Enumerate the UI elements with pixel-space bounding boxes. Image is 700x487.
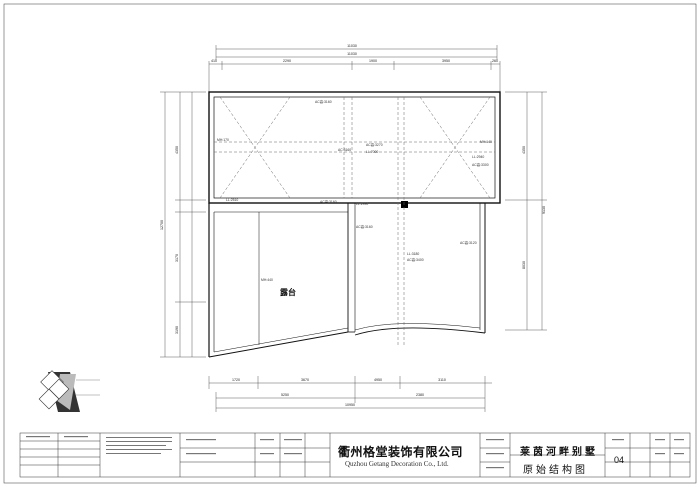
dim-bottom-sub: 2380: [416, 393, 424, 397]
dim-left-seg: 3190: [175, 326, 179, 334]
sheet-border: [3, 3, 697, 484]
annotation: MH:140: [480, 140, 492, 144]
annotation: LL:3180: [407, 252, 419, 256]
company-name-cn: 衢州格堂装饰有限公司: [338, 445, 464, 459]
dim-top-overall-a: 11030: [347, 44, 357, 48]
dim-top-seg: 260: [492, 59, 498, 63]
title-block-fine-print: [26, 436, 684, 469]
company-name-en: Quzhou Getang Decoration Co., Ltd.: [345, 460, 449, 468]
dim-bottom-seg: 3110: [438, 378, 446, 382]
dim-bottom-sub: 5250: [281, 393, 289, 397]
dim-top-seg: 3950: [442, 59, 450, 63]
dim-bottom-seg: 3670: [301, 378, 309, 382]
drawing-title: 原始结构图: [523, 465, 588, 476]
lower-area-walls: [208, 203, 486, 358]
annotation: MH:170: [217, 138, 229, 142]
dim-left-seg: 3170: [175, 254, 179, 262]
annotation: AC:3160: [338, 148, 351, 152]
structural-column: [401, 201, 408, 208]
dim-top-seg: 2290: [283, 59, 291, 63]
dimension-top-texts: 11030 11030 410 2290 1900 3950 260: [211, 44, 498, 63]
dim-bottom-seg: 4950: [374, 378, 382, 382]
dim-right-seg: 8030: [522, 261, 526, 269]
annotation: AC高:3300: [472, 162, 489, 167]
title-block-frame: [19, 432, 691, 478]
annotation: MH:440: [261, 278, 273, 282]
dim-top-overall-b: 11030: [347, 52, 357, 56]
dimension-bottom-texts: 1720 3670 4950 3110 5250 2380 10950: [232, 378, 446, 407]
annotation: AC高:3160: [315, 99, 332, 104]
dimensions-right: [505, 91, 547, 331]
annotation: AC高:3160: [320, 199, 337, 204]
project-name: 莱茵河畔别墅: [520, 447, 598, 458]
logo-mark: [38, 370, 100, 412]
dim-right-seg: 4350: [522, 146, 526, 154]
dimensions-top: [208, 45, 501, 92]
dim-right-overall: 9130: [542, 206, 546, 214]
dimension-right-texts: 4350 8030 9130: [522, 146, 546, 269]
annotation: LL:7000: [366, 150, 378, 154]
annotation: AC高:3120: [460, 240, 477, 245]
annotation: LL:2940: [472, 155, 484, 159]
dimensions-bottom: [208, 376, 492, 412]
dim-left-overall: 12700: [160, 220, 164, 230]
dimension-left-texts: 4350 3170 3190 12700: [160, 146, 179, 334]
dim-left-seg: 4350: [175, 146, 179, 154]
upper-room-walls: [208, 91, 501, 204]
dim-top-seg: 1900: [369, 59, 377, 63]
dim-top-seg: 410: [211, 59, 217, 63]
dim-bottom-overall: 10950: [345, 403, 355, 407]
annotation: LL:2510: [226, 198, 238, 202]
sheet-number: 04: [614, 455, 625, 465]
annotation: AC高:3270: [366, 142, 383, 147]
dimensions-left: [160, 91, 206, 358]
plan-annotations: AC高:3160 MH:170 AC高:3270 AC:3160 LL:7000…: [217, 99, 492, 282]
annotation: AC高:3400: [407, 257, 424, 262]
room-label-terrace: 露台: [280, 288, 296, 297]
dim-bottom-seg: 1720: [232, 378, 240, 382]
annotation: LL:2990: [356, 202, 368, 206]
annotation: AC高:3160: [356, 224, 373, 229]
beam-lines: [214, 96, 495, 345]
